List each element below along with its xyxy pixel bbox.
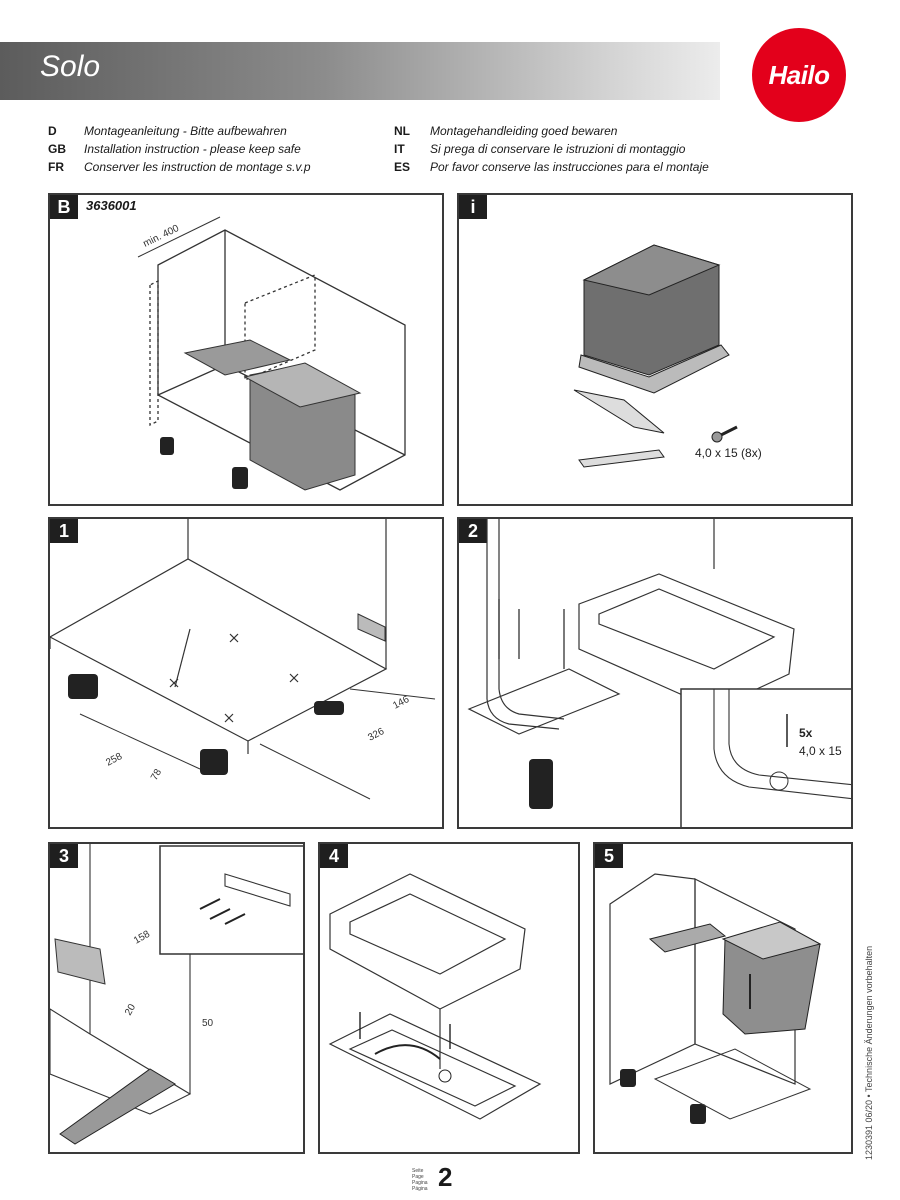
panel-step-1: 1 258 78 146 326 [48, 517, 444, 829]
page-number: 2 [438, 1162, 453, 1192]
brand-name: Hailo [768, 59, 830, 90]
screw-count: 5x [799, 726, 813, 740]
dim-50: 50 [202, 1018, 214, 1029]
article-number: 3636001 [86, 198, 137, 213]
dim-158: 158 [132, 929, 152, 947]
cabinet-illustration: min. 400 [137, 216, 406, 491]
step1-illustration: 258 78 146 326 [50, 519, 436, 800]
dim-326: 326 [366, 726, 386, 744]
detail-inset [159, 845, 303, 955]
title-banner: Solo [0, 42, 720, 100]
panel-step-5: 5 [593, 842, 853, 1154]
panel-i-parts: i 4,0 x 15 (8x) [457, 193, 853, 506]
panel-badge: i [459, 195, 487, 219]
screw-spec: 4,0 x 15 (8x) [695, 446, 762, 460]
panel-badge: 4 [320, 844, 348, 868]
step2-illustration: 5x 4,0 x 15 [467, 519, 851, 827]
document-reference-note: 1230391 06/20 • Technische Änderungen vo… [864, 945, 874, 1160]
step5-illustration [609, 873, 822, 1124]
panel-step-3: 3 158 20 50 [48, 842, 305, 1154]
panel-b-overview: B 3636001 min. 400 [48, 193, 444, 506]
panel-badge: 5 [595, 844, 623, 868]
detail-inset [680, 688, 851, 827]
dim-146: 146 [391, 694, 411, 712]
page-label-multilang: Seite Page Pagina Página [412, 1168, 428, 1192]
dim-258: 258 [104, 751, 124, 769]
panel-badge: 2 [459, 519, 487, 543]
panel-badge: 3 [50, 844, 78, 868]
step4-illustration [328, 873, 542, 1120]
panel-step-2: 2 5x 4,0 x 15 [457, 517, 853, 829]
screw-spec: 4,0 x 15 [799, 744, 842, 758]
dim-20: 20 [123, 1002, 138, 1018]
panel-badge: B [50, 195, 78, 219]
hailo-logo: Hailo [752, 28, 846, 122]
product-title: Solo [40, 50, 101, 83]
step3-illustration: 158 20 50 [50, 844, 303, 1145]
panel-step-4: 4 [318, 842, 580, 1154]
panel-badge: 1 [50, 519, 78, 543]
dim-78: 78 [149, 767, 164, 783]
parts-illustration: 4,0 x 15 (8x) [573, 244, 762, 468]
